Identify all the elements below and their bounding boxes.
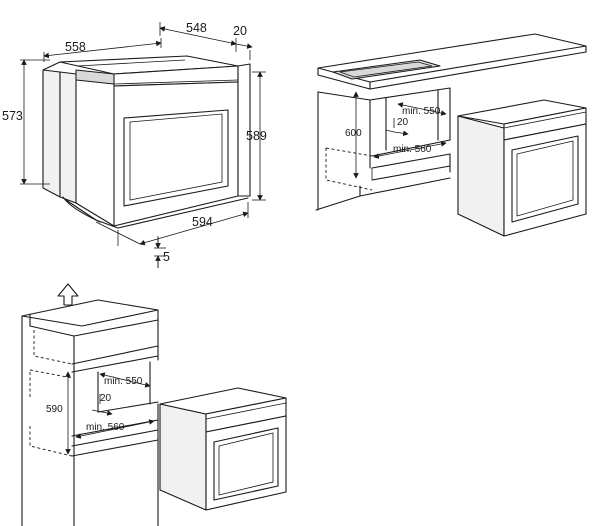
dim-width-560 xyxy=(373,141,447,159)
cabinet-cavity xyxy=(315,87,451,211)
label-width-560: min. 560 xyxy=(393,144,432,155)
dim-width-560-column xyxy=(75,419,155,439)
label-height-600: 600 xyxy=(345,128,362,139)
label-front-height-589: 589 xyxy=(246,129,267,143)
label-width-560-column: min. 560 xyxy=(86,422,125,433)
dim-depth-550 xyxy=(397,102,447,116)
dim-depth-550-column xyxy=(99,372,151,388)
label-depth-548: 548 xyxy=(186,21,207,35)
dim-front-height-589 xyxy=(252,71,266,201)
dim-gap-5 xyxy=(154,236,166,268)
label-gap-5: 5 xyxy=(163,250,170,264)
dim-height-573 xyxy=(20,59,50,185)
oven-body xyxy=(42,55,251,229)
label-height-590: 590 xyxy=(46,404,63,415)
countertop xyxy=(317,33,587,90)
label-front-width-594: 594 xyxy=(192,215,213,229)
dim-depth-548 xyxy=(159,22,237,52)
dim-panel-20 xyxy=(235,43,253,60)
up-arrow-icon xyxy=(57,283,79,306)
oven-undercounter xyxy=(457,99,587,237)
dim-gap-20 xyxy=(385,118,409,137)
label-gap-20-column: 20 xyxy=(100,393,112,404)
figure-column-install: 590 min. 550 20 min. 560 xyxy=(21,283,287,526)
tall-cabinet xyxy=(21,299,159,526)
dim-gap-20-column xyxy=(91,394,113,416)
figure-oven-dimensions: 558 548 20 573 589 xyxy=(2,21,267,268)
label-gap-20: 20 xyxy=(397,117,409,128)
figure-undercounter-install: 600 min. 550 20 min. 560 xyxy=(315,33,587,237)
label-depth-550: min. 550 xyxy=(402,106,441,117)
oven-column xyxy=(159,387,287,511)
label-depth-550-column: min. 550 xyxy=(104,376,143,387)
label-width-558: 558 xyxy=(65,40,86,54)
label-panel-20: 20 xyxy=(233,24,247,38)
label-height-573: 573 xyxy=(2,109,23,123)
